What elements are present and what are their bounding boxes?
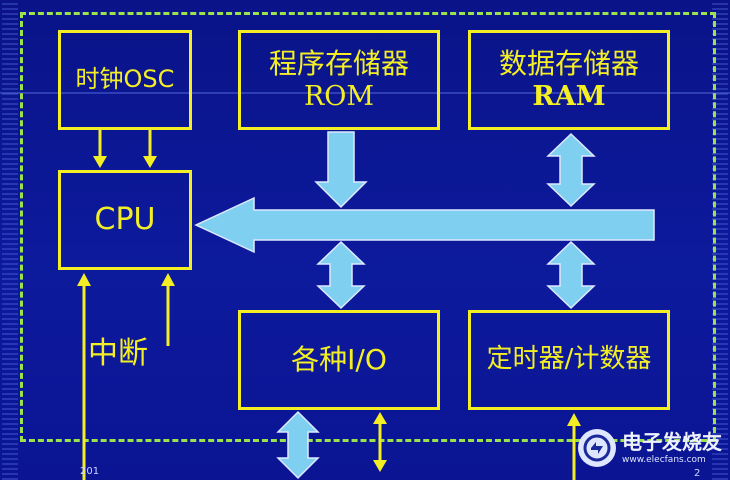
ram-label-en: RAM bbox=[532, 80, 606, 112]
right-stripe bbox=[712, 0, 728, 480]
io-external-arrow bbox=[276, 410, 320, 480]
osc-block: 时钟OSC bbox=[58, 30, 192, 130]
interrupt-label: 中断 bbox=[88, 336, 148, 371]
timer-counter-block: 定时器/计数器 bbox=[468, 310, 670, 410]
cpu-block: CPU bbox=[58, 170, 192, 270]
ram-block: 数据存储器 RAM bbox=[468, 30, 670, 130]
io-bus-double-arrow bbox=[316, 240, 366, 310]
rom-label-en: ROM bbox=[303, 80, 375, 112]
rom-label-cn: 程序存储器 bbox=[268, 47, 409, 81]
footer-page-number: 2 bbox=[694, 468, 701, 479]
osc-label: 时钟OSC bbox=[75, 65, 175, 94]
io-label: 各种I/O bbox=[291, 342, 387, 376]
logo-name: 电子发烧友 bbox=[622, 429, 722, 454]
io-block: 各种I/O bbox=[238, 310, 440, 410]
rom-block: 程序存储器 ROM bbox=[238, 30, 440, 130]
io-signal-arrow bbox=[373, 412, 387, 472]
osc-to-cpu-arrows bbox=[93, 130, 157, 168]
timer-label: 定时器/计数器 bbox=[486, 344, 652, 375]
logo-mark-icon bbox=[578, 429, 616, 467]
left-stripe bbox=[2, 0, 18, 480]
ram-bus-double-arrow bbox=[546, 132, 596, 208]
timer-signal-arrow bbox=[567, 413, 581, 480]
logo-url: www.elecfans.com bbox=[622, 454, 706, 465]
header-divider bbox=[0, 92, 730, 94]
system-bus-arrow bbox=[194, 196, 655, 254]
timer-bus-double-arrow bbox=[546, 240, 596, 310]
system-boundary-dashed-frame bbox=[20, 12, 716, 442]
ram-label-cn: 数据存储器 bbox=[498, 47, 639, 81]
cpu-label: CPU bbox=[94, 201, 156, 237]
rom-to-bus-arrow bbox=[314, 131, 368, 209]
footer-date: 201 bbox=[80, 466, 100, 477]
elecfans-logo: 电子发烧友 www.elecfans.com bbox=[578, 420, 728, 476]
interrupt-arrows bbox=[77, 273, 175, 480]
